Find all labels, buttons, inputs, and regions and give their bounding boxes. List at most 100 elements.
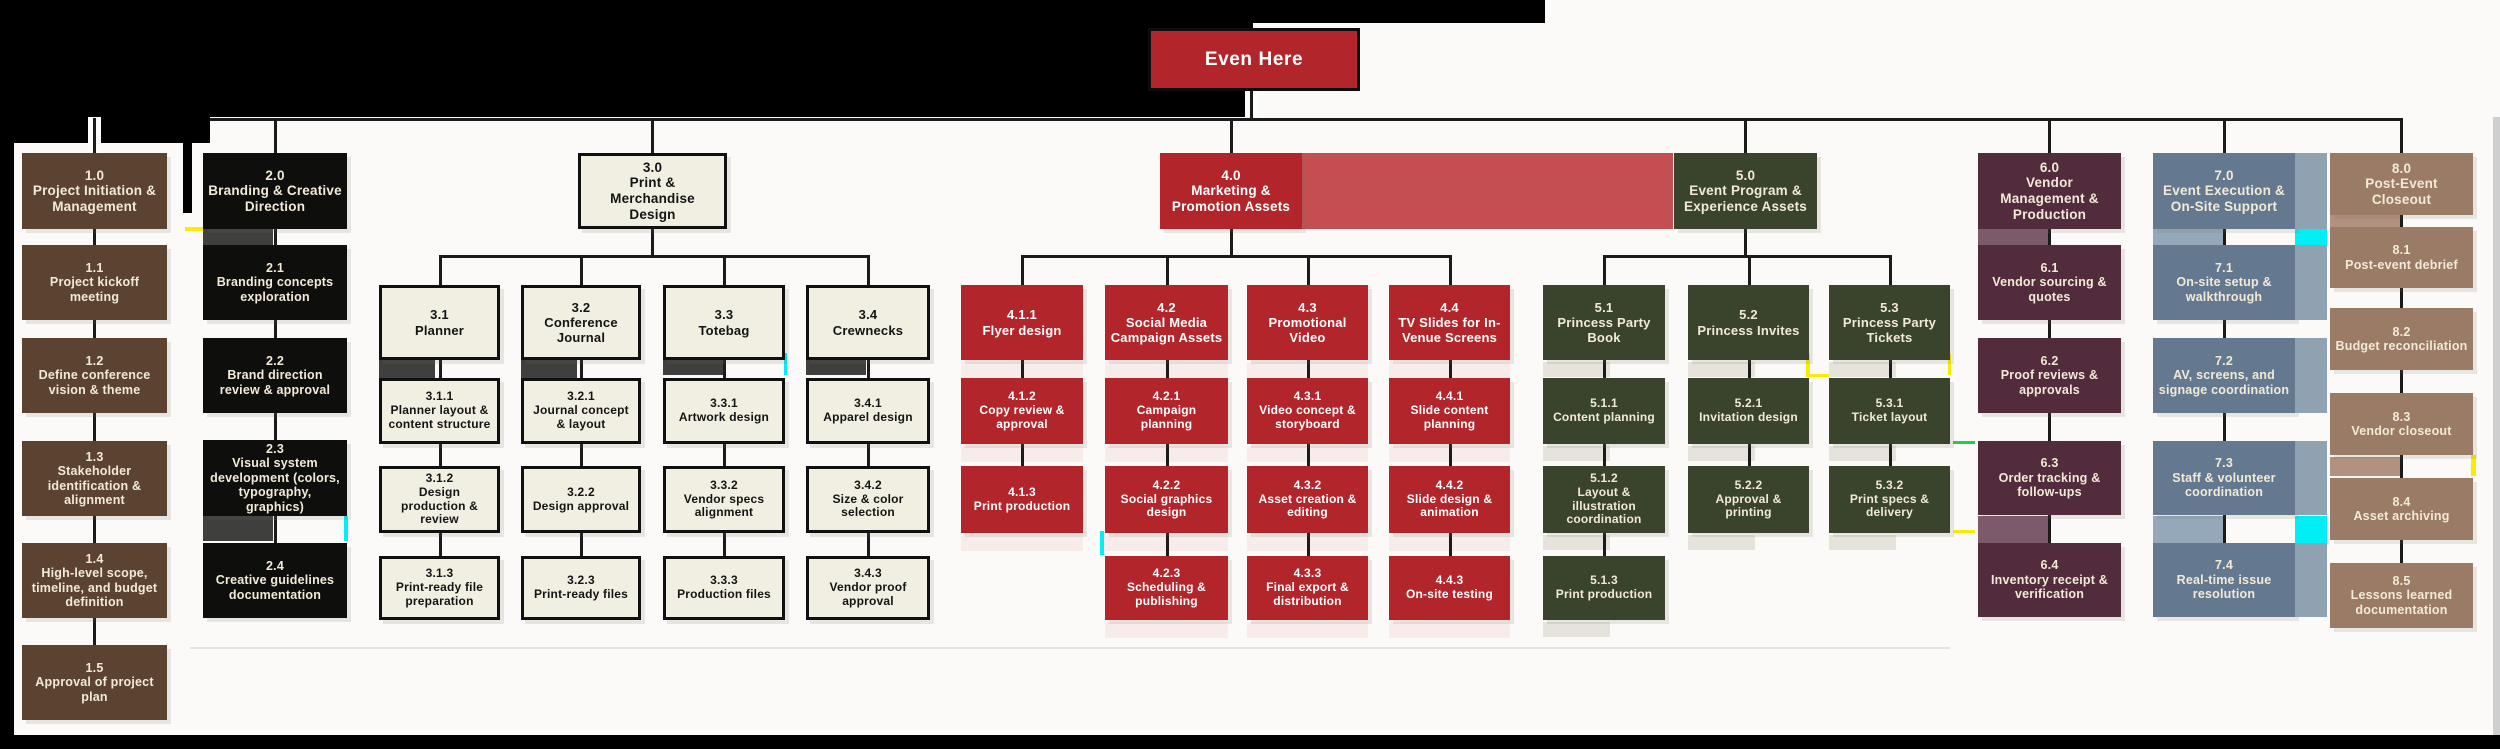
node-code: 2.3 — [266, 441, 284, 456]
node-label: Planner — [414, 322, 465, 338]
glitch-artifact — [2471, 455, 2476, 476]
node-label: Final export & distribution — [1266, 580, 1349, 608]
node-code: 3.0 — [642, 159, 663, 175]
connector — [1744, 229, 1747, 255]
node-code: 3.2.3 — [567, 573, 595, 588]
root-node[interactable]: Even Here — [1148, 28, 1360, 91]
glitch-shadow — [1247, 622, 1368, 638]
node-code: 3.2 — [571, 299, 591, 315]
connector — [93, 413, 96, 443]
connector — [1744, 118, 1747, 157]
connector — [2400, 540, 2403, 565]
glitch-shadow — [1688, 535, 1755, 550]
node-label: Social Media Campaign Assets — [1110, 314, 1223, 346]
node-label: Print-ready files — [533, 587, 629, 601]
connector — [580, 533, 583, 558]
connector — [867, 360, 870, 380]
glitch-artifact — [1100, 531, 1104, 555]
node-label: Totebag — [698, 322, 750, 338]
node-code: 4.2.3 — [1152, 566, 1181, 581]
node-label: TV Slides for In-Venue Screens — [1398, 314, 1501, 346]
connector — [723, 360, 726, 380]
node-code: 4.4.3 — [1435, 573, 1464, 588]
node-label: Layout & illustration coordination — [1566, 484, 1642, 527]
backdrop-black-sliver — [183, 0, 192, 213]
node-code: 3.4 — [858, 307, 878, 323]
node-label: Production files — [677, 587, 771, 601]
glitch-artifact — [1302, 153, 1673, 229]
